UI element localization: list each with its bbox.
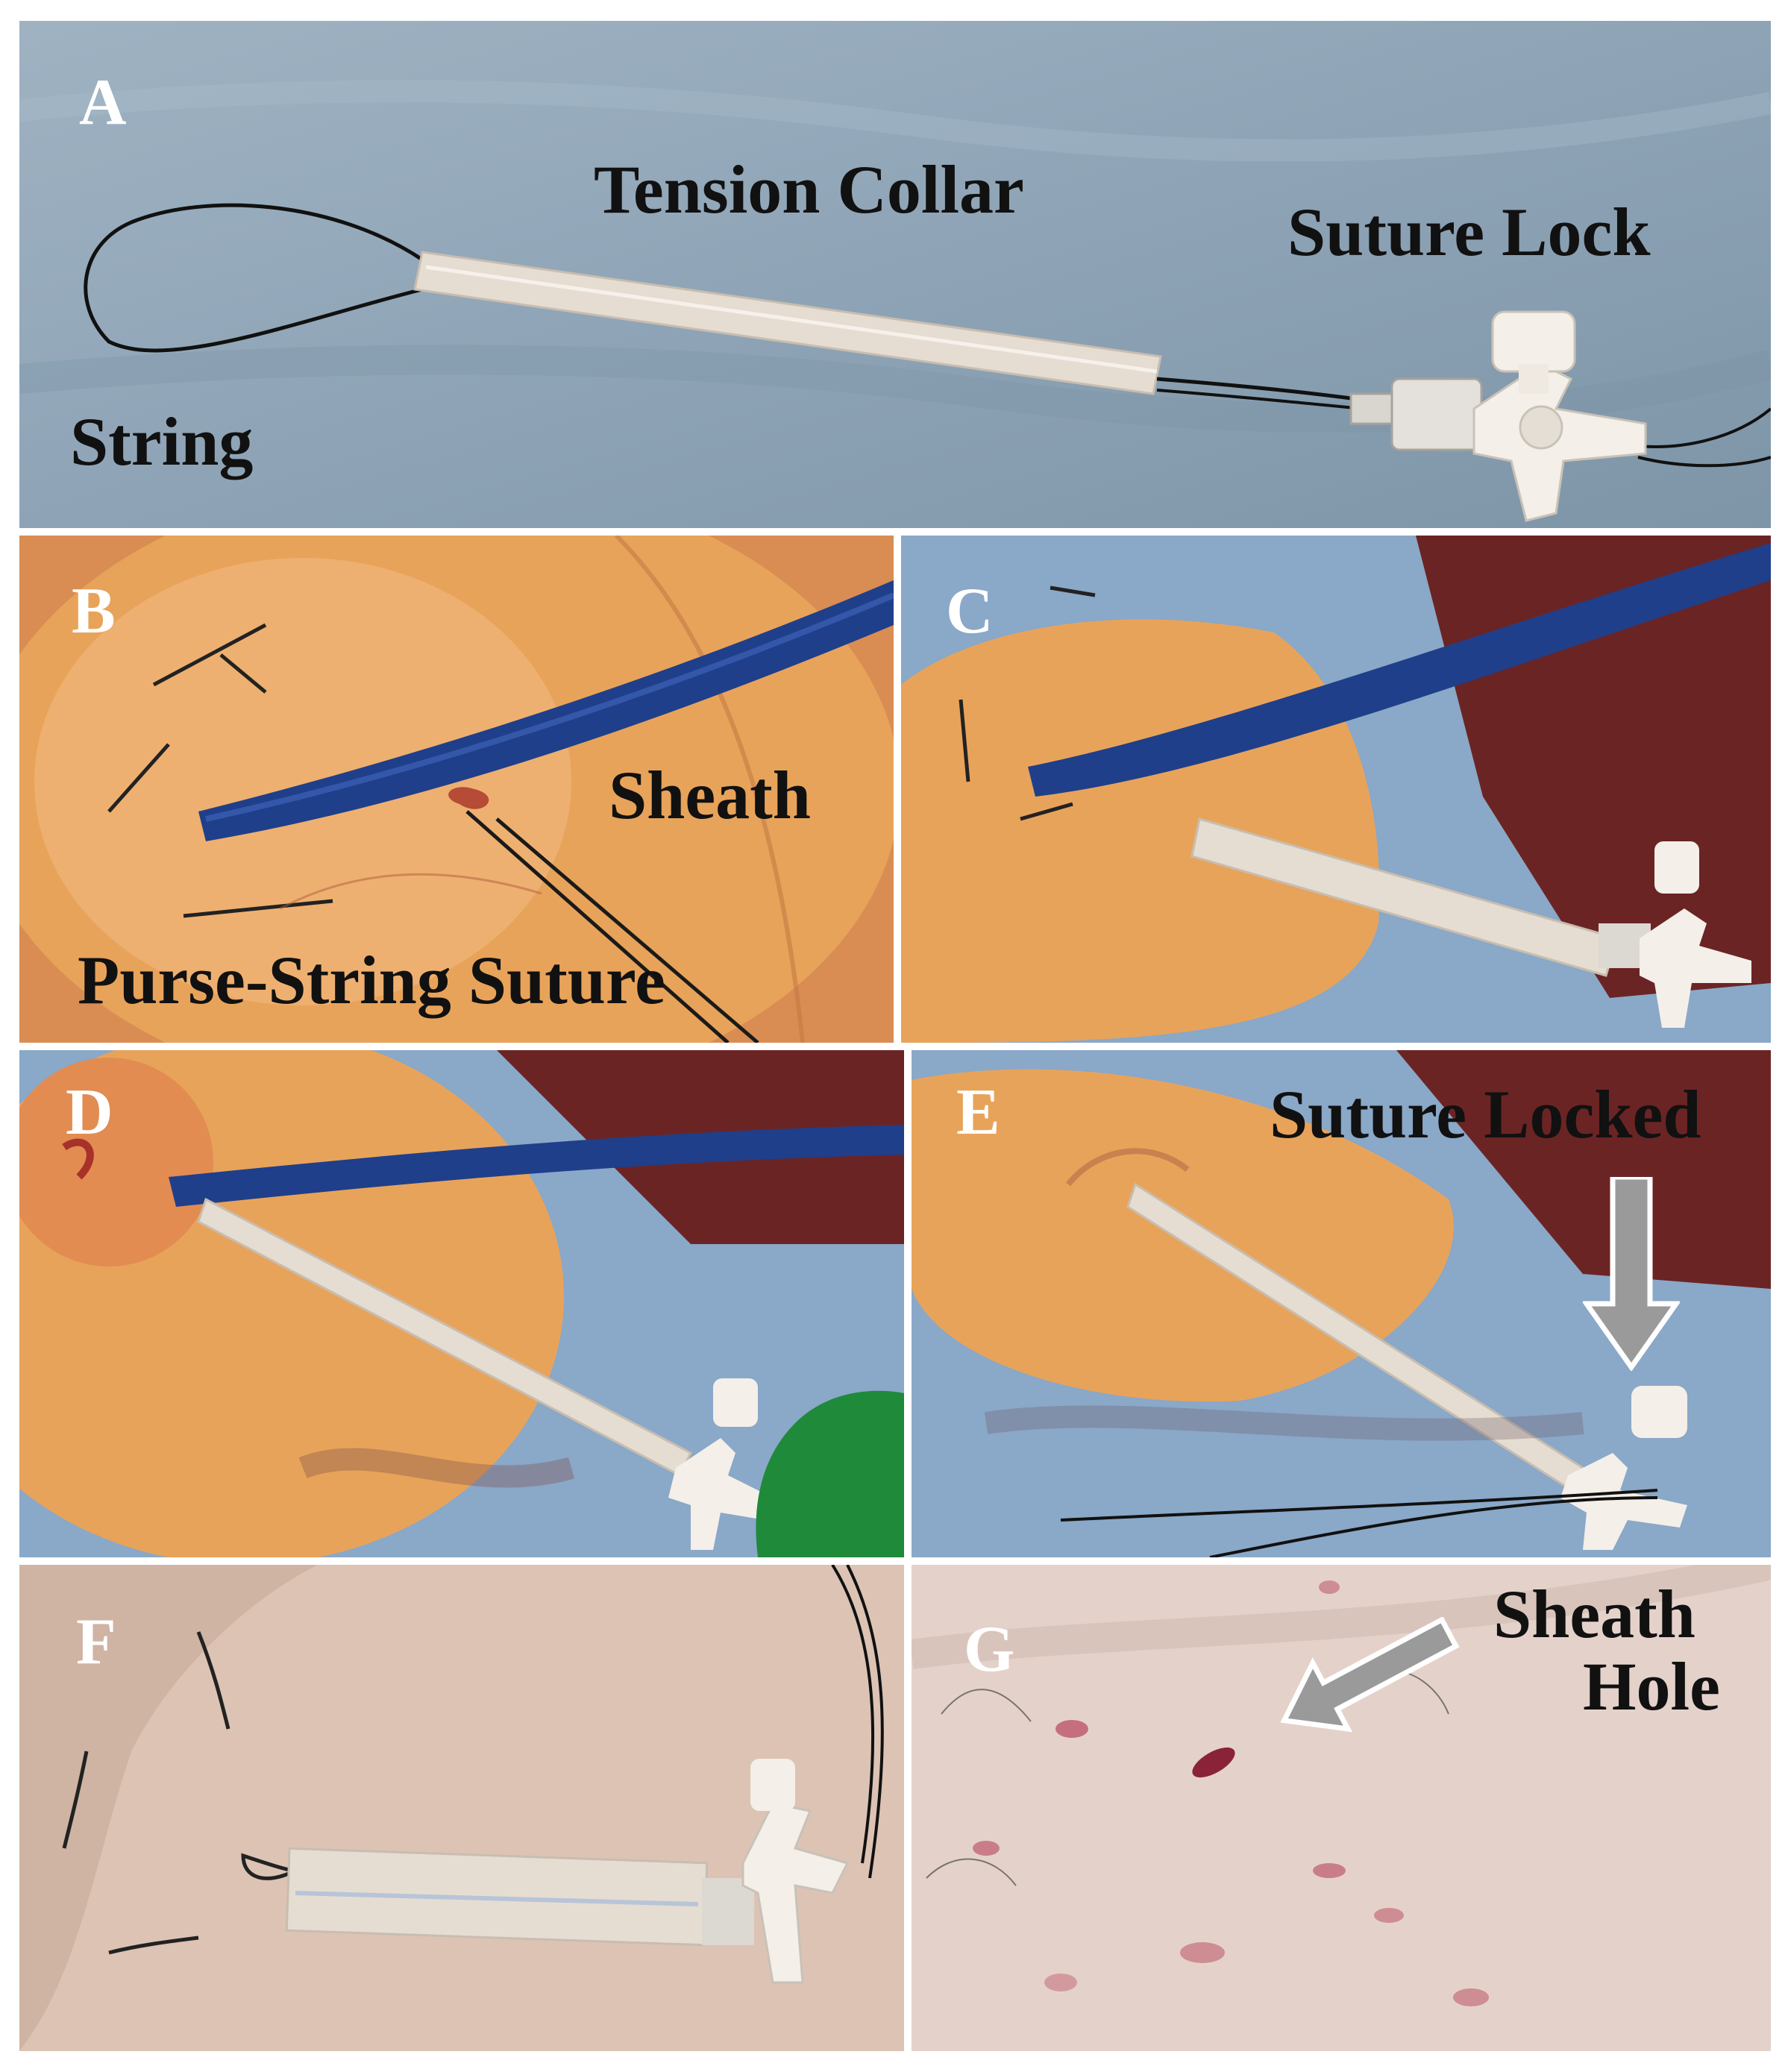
panel-d: D: [19, 1050, 904, 1557]
panel-b: B Sheath Purse-String Suture: [19, 536, 894, 1043]
panel-c: C: [901, 536, 1771, 1043]
panel-e: E Suture Locked: [912, 1050, 1771, 1557]
tension-collar-label: Tension Collar: [594, 151, 1024, 227]
panel-d-letter: D: [66, 1076, 113, 1149]
panel-b-letter: B: [72, 575, 116, 647]
suture-lock-label: Suture Lock: [1287, 194, 1651, 270]
panel-f-photo: [19, 1565, 904, 2051]
panel-a-letter: A: [79, 66, 127, 139]
sheath-hole-label-line-2: Hole: [1583, 1648, 1720, 1724]
figure-frame: A Tension Collar Suture Lock String B Sh…: [19, 21, 1771, 2051]
purse-string-suture-label: Purse-String Suture: [78, 942, 665, 1018]
panel-e-photo: [912, 1050, 1771, 1557]
panel-c-letter: C: [946, 575, 994, 647]
left-arrow-icon: [1280, 1617, 1460, 1733]
panel-b-photo: [19, 536, 894, 1043]
panel-g-photo: [912, 1565, 1771, 2051]
suture-locked-label: Suture Locked: [1270, 1076, 1701, 1152]
panel-d-photo: [19, 1050, 904, 1557]
panel-a-photo: [19, 21, 1771, 528]
panel-f-letter: F: [76, 1606, 116, 1678]
panel-c-photo: [901, 536, 1771, 1043]
panel-g: G Sheath Hole: [912, 1565, 1771, 2051]
down-arrow-icon: [1583, 1177, 1680, 1371]
sheath-hole-label-line-1: Sheath: [1493, 1576, 1695, 1652]
sheath-label: Sheath: [609, 757, 811, 833]
string-label: String: [70, 404, 254, 480]
panel-g-letter: G: [964, 1613, 1015, 1686]
panel-f: F: [19, 1565, 904, 2051]
panel-a: A Tension Collar Suture Lock String: [19, 21, 1771, 528]
panel-e-letter: E: [956, 1076, 1000, 1149]
